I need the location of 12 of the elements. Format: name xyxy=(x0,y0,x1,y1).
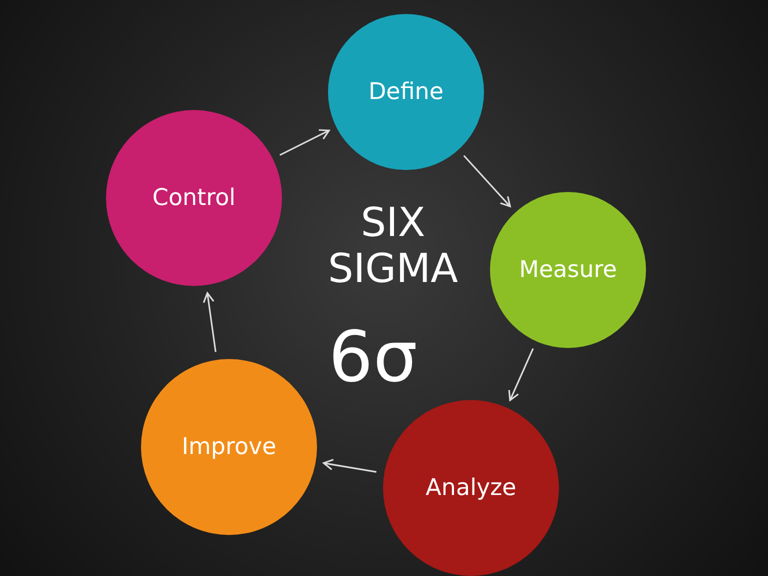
arrow xyxy=(202,292,216,352)
title-text: SIX SIGMA xyxy=(326,200,460,292)
step-label: Define xyxy=(368,79,444,105)
arrow xyxy=(463,155,511,208)
arrow xyxy=(508,348,534,402)
step-label: Control xyxy=(152,185,236,211)
arrow xyxy=(322,458,376,473)
step-label: Improve xyxy=(182,434,276,460)
step-label: Measure xyxy=(519,257,617,283)
arrow xyxy=(280,129,330,156)
step-label: Analyze xyxy=(426,475,516,501)
sigma-symbol: 6σ xyxy=(328,322,418,392)
